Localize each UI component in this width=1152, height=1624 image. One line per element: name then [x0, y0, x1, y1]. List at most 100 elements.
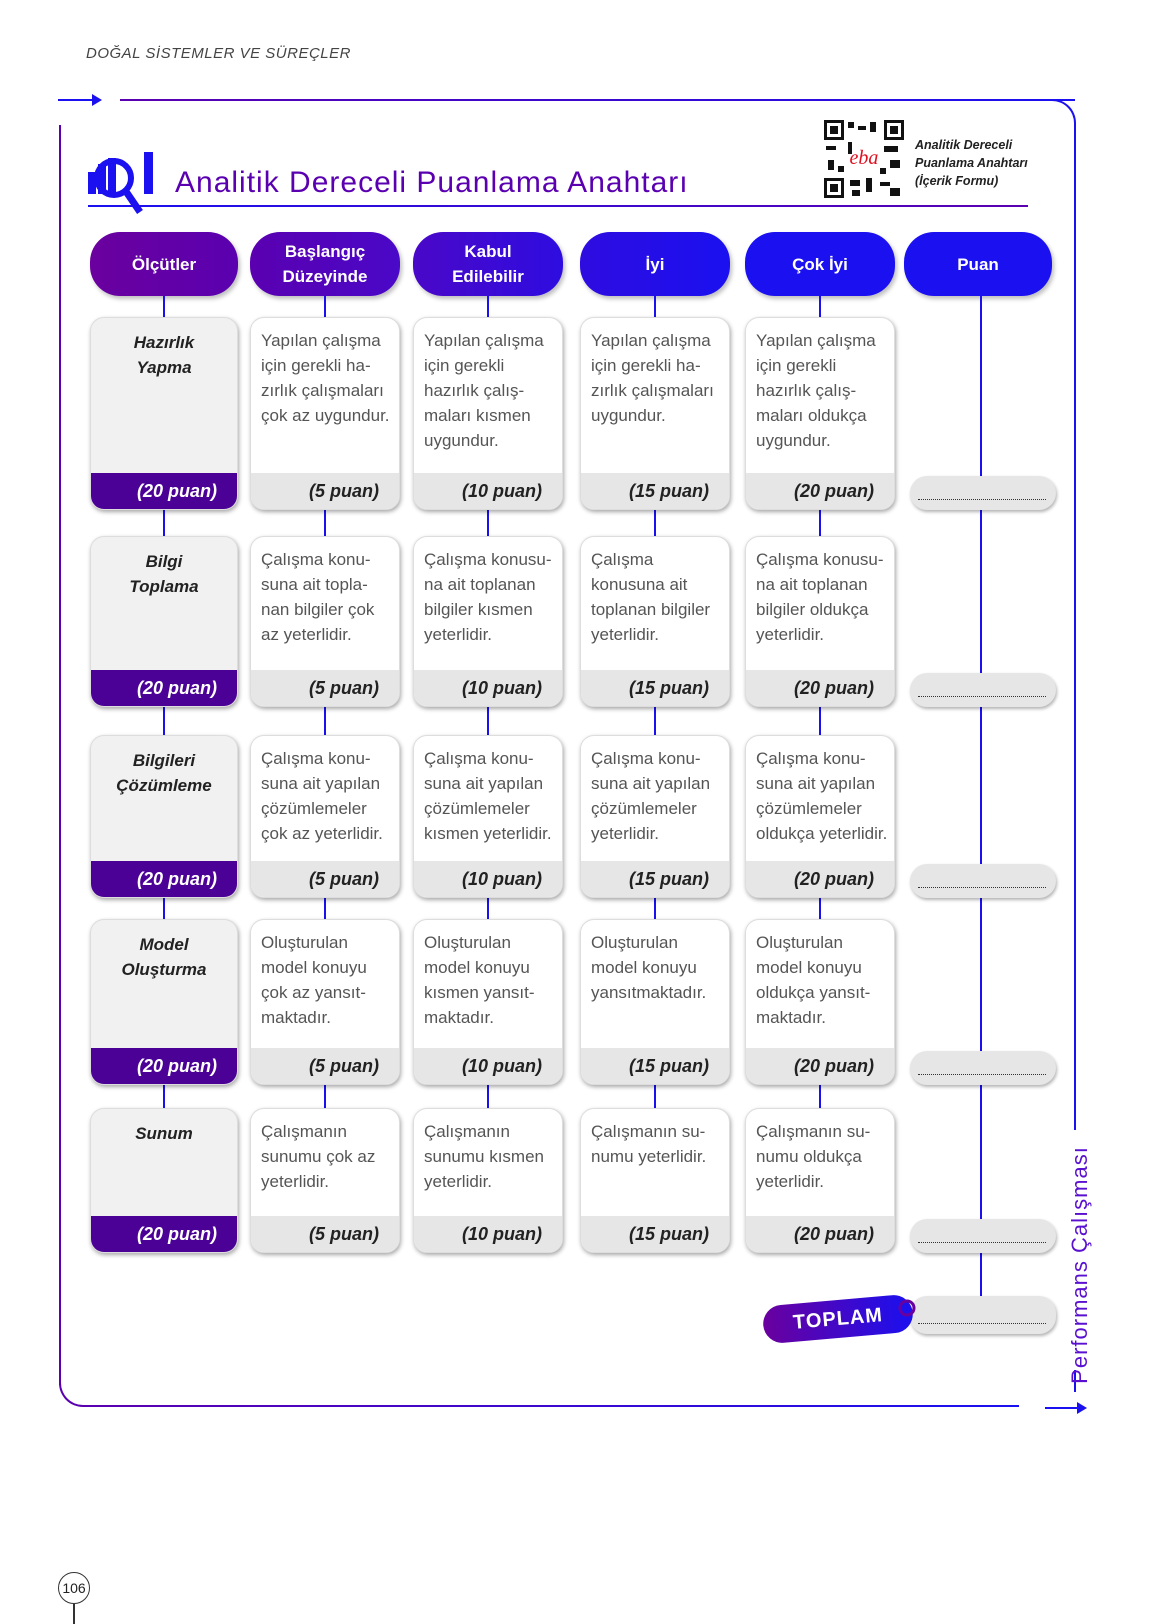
- rubric-description: Çalışma konusuna ait toplanan bilgiler y…: [591, 550, 711, 644]
- rubric-cell: Yapılan çalışma için gerekli hazırlık ça…: [745, 317, 895, 510]
- arrow-icon: [1045, 1402, 1087, 1414]
- rubric-cell: Oluşturulan model konuyu çok az yansıt- …: [250, 919, 400, 1085]
- rubric-cell: Oluşturulan model konuyu oldukça yansıt-…: [745, 919, 895, 1085]
- rubric-description: Yapılan çalışma için gerekli hazırlık ça…: [756, 331, 876, 450]
- rubric-description: Çalışma konu- suna ait yapılan çözümleme…: [756, 749, 888, 843]
- rubric-cell: Çalışma konu- suna ait yapılan çözümleme…: [413, 735, 563, 898]
- rubric-cell: Yapılan çalışma için gerekli ha- zırlık …: [580, 317, 730, 510]
- rubric-cell: Çalışma konu- suna ait yapılan çözümleme…: [250, 735, 400, 898]
- connector-line: [487, 296, 489, 317]
- rubric-cell: Çalışmanın sunumu çok az yeterlidir. (5 …: [250, 1108, 400, 1253]
- criterion-card: Model Oluşturma (20 puan): [90, 919, 238, 1085]
- rubric-cell: Çalışma konusuna ait toplanan bilgiler y…: [580, 536, 730, 707]
- rubric-description: Çalışmanın su- numu oldukça yeterlidir.: [756, 1122, 871, 1191]
- score-input[interactable]: [910, 1219, 1056, 1253]
- score-input[interactable]: [910, 1051, 1056, 1085]
- arrow-icon: [58, 94, 102, 106]
- criterion-card: Hazırlık Yapma (20 puan): [90, 317, 238, 510]
- criterion-points: (20 puan): [91, 1048, 237, 1084]
- connector-line: [163, 898, 165, 919]
- frame-line: [59, 125, 61, 1385]
- eba-logo: eba: [850, 147, 879, 169]
- rubric-description: Oluşturulan model konuyu kısmen yansıt- …: [424, 933, 535, 1027]
- rubric-cell: Çalışmanın su- numu yeterlidir. (15 puan…: [580, 1108, 730, 1253]
- page-number-line: [73, 1604, 75, 1624]
- column-header: Çok İyi: [745, 232, 895, 296]
- connector-line: [487, 1085, 489, 1108]
- column-header: Kabul Edilebilir: [413, 232, 563, 296]
- connector-line: [819, 898, 821, 919]
- rubric-points: (15 puan): [581, 1216, 729, 1252]
- connector-line: [980, 296, 982, 1296]
- rubric-points: (20 puan): [746, 861, 894, 897]
- criterion-points: (20 puan): [91, 473, 237, 509]
- column-header: Puan: [904, 232, 1052, 296]
- frame-line: [94, 1405, 1019, 1407]
- rubric-cell: Çalışma konu- suna ait topla- nan bilgil…: [250, 536, 400, 707]
- frame-line: [1074, 130, 1076, 1130]
- rubric-points: (15 puan): [581, 670, 729, 706]
- rubric-cell: Çalışma konusu- na ait toplanan bilgiler…: [745, 536, 895, 707]
- criterion-label: Model Oluşturma: [121, 935, 207, 979]
- rubric-points: (5 puan): [251, 861, 399, 897]
- connector-line: [163, 296, 165, 317]
- connector-line: [819, 296, 821, 317]
- connector-line: [163, 1085, 165, 1108]
- rubric-points: (5 puan): [251, 670, 399, 706]
- criterion-card: Bilgileri Çözümleme (20 puan): [90, 735, 238, 898]
- rubric-points: (10 puan): [414, 1048, 562, 1084]
- qr-code-icon[interactable]: eba: [824, 120, 904, 198]
- total-score-input[interactable]: [910, 1296, 1056, 1334]
- connector-line: [324, 1085, 326, 1108]
- rubric-description: Çalışma konu- suna ait topla- nan bilgil…: [261, 550, 375, 644]
- connector-line: [163, 510, 165, 536]
- criterion-label: Bilgi Toplama: [129, 552, 199, 596]
- rubric-points: (10 puan): [414, 1216, 562, 1252]
- rubric-description: Çalışma konusu- na ait toplanan bilgiler…: [424, 550, 552, 644]
- criterion-label: Sunum: [135, 1124, 193, 1143]
- rubric-cell: Çalışmanın sunumu kısmen yeterlidir. (10…: [413, 1108, 563, 1253]
- criterion-points: (20 puan): [91, 861, 237, 897]
- connector-line: [487, 707, 489, 735]
- qr-label: Analitik Dereceli Puanlama Anahtarı (İçe…: [915, 138, 1028, 188]
- connector-line: [654, 707, 656, 735]
- rubric-points: (5 puan): [251, 1216, 399, 1252]
- frame-line: [1074, 1370, 1076, 1392]
- criterion-label: Bilgileri Çözümleme: [116, 751, 212, 795]
- rubric-points: (20 puan): [746, 473, 894, 509]
- score-input[interactable]: [910, 864, 1056, 898]
- rubric-cell: Çalışma konu- suna ait yapılan çözümleme…: [580, 735, 730, 898]
- rubric-points: (15 puan): [581, 473, 729, 509]
- connector-line: [163, 707, 165, 735]
- running-header: DOĞAL SİSTEMLER VE SÜREÇLER: [86, 45, 351, 62]
- rubric-points: (15 puan): [581, 1048, 729, 1084]
- rubric-description: Çalışmanın su- numu yeterlidir.: [591, 1122, 707, 1166]
- criterion-points: (20 puan): [91, 1216, 237, 1252]
- rubric-cell: Çalışma konusu- na ait toplanan bilgiler…: [413, 536, 563, 707]
- total-label: TOPLAM: [761, 1293, 915, 1345]
- rubric-points: (5 puan): [251, 473, 399, 509]
- score-input[interactable]: [910, 476, 1056, 510]
- rubric-points: (10 puan): [414, 670, 562, 706]
- rubric-points: (20 puan): [746, 1216, 894, 1252]
- rubric-description: Yapılan çalışma için gerekli hazırlık ça…: [424, 331, 544, 450]
- rubric-points: (20 puan): [746, 1048, 894, 1084]
- title-underline: [88, 205, 1028, 207]
- page-title: Analitik Dereceli Puanlama Anahtarı: [175, 166, 689, 199]
- column-header: İyi: [580, 232, 730, 296]
- frame-line: [1040, 99, 1076, 135]
- rubric-cell: Çalışma konu- suna ait yapılan çözümleme…: [745, 735, 895, 898]
- connector-line: [654, 296, 656, 317]
- score-input[interactable]: [910, 673, 1056, 707]
- rubric-description: Çalışmanın sunumu çok az yeterlidir.: [261, 1122, 376, 1191]
- side-label: Performans Çalışması: [1050, 1146, 1110, 1384]
- rubric-cell: Yapılan çalışma için gerekli hazırlık ça…: [413, 317, 563, 510]
- page-number: 106: [58, 1572, 90, 1604]
- rubric-description: Çalışma konu- suna ait yapılan çözümleme…: [591, 749, 711, 843]
- connector-line: [819, 1085, 821, 1108]
- rubric-description: Çalışma konu- suna ait yapılan çözümleme…: [261, 749, 383, 843]
- connector-line: [654, 510, 656, 536]
- rubric-description: Oluşturulan model konuyu çok az yansıt- …: [261, 933, 367, 1027]
- rubric-description: Yapılan çalışma için gerekli ha- zırlık …: [261, 331, 390, 425]
- connector-line: [654, 898, 656, 919]
